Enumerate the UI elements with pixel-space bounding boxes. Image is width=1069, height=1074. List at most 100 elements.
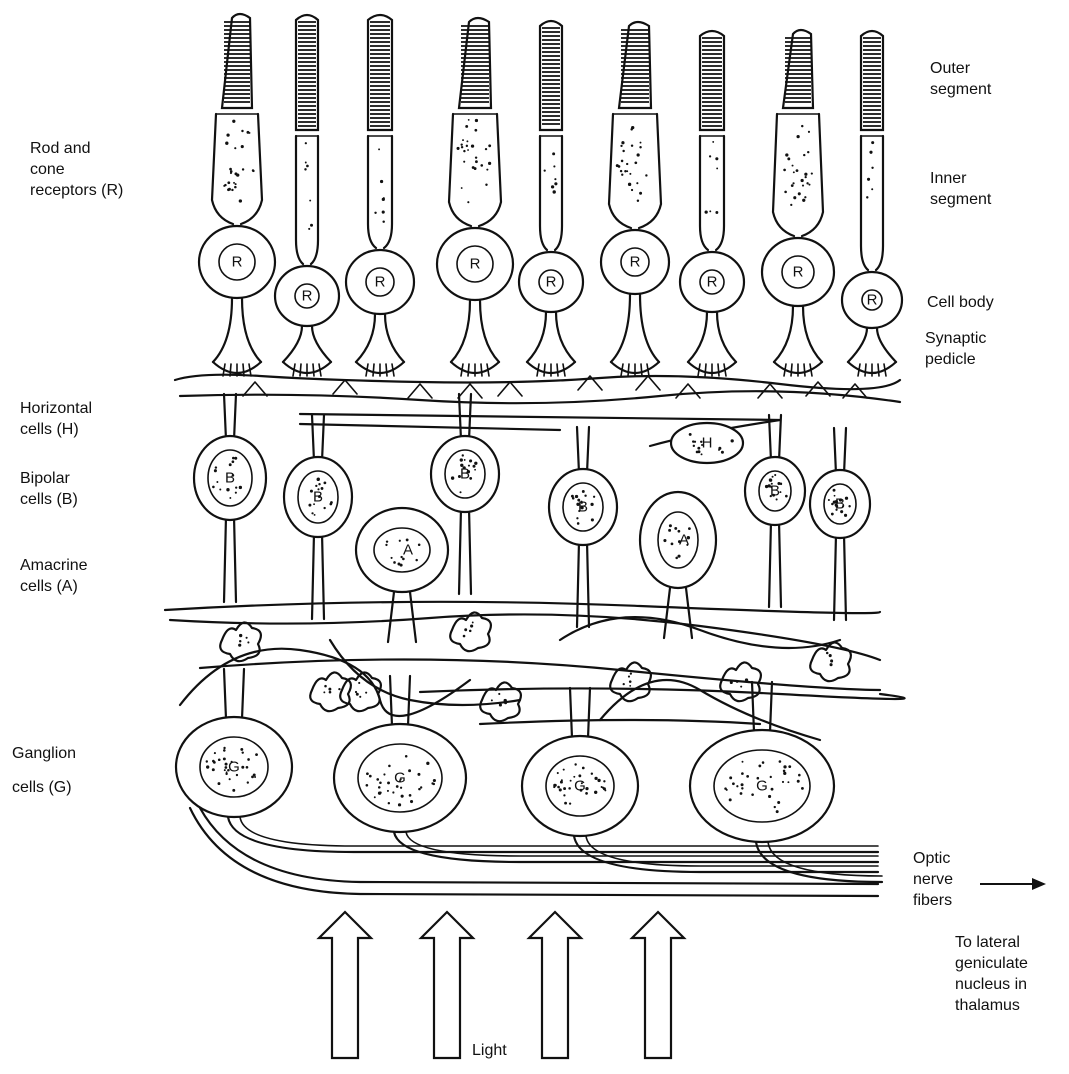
light-arrows — [319, 912, 684, 1058]
stipple-dot — [866, 196, 868, 198]
stipple-dot — [463, 161, 465, 163]
receptor-letter: R — [707, 274, 718, 291]
stipple-dot — [366, 772, 369, 775]
stipple-dot — [235, 492, 237, 494]
stipple-dot — [807, 151, 809, 153]
stipple-dot — [474, 129, 477, 132]
stipple-dot — [774, 474, 776, 476]
stipple-dot — [369, 775, 372, 778]
stipple-dot — [791, 184, 794, 187]
stipple-dot — [475, 119, 478, 122]
stipple-dot — [232, 457, 235, 460]
stipple-dot — [721, 451, 724, 454]
stipple-dot — [741, 787, 743, 789]
stipple-dot — [308, 504, 311, 507]
stipple-dot — [226, 488, 229, 491]
stipple-dot — [740, 792, 743, 795]
stipple-dot — [688, 527, 691, 530]
bipolar-cell: B — [549, 427, 617, 627]
stipple-dot — [568, 787, 571, 790]
stipple-dot — [844, 514, 847, 517]
stipple-dot — [584, 494, 586, 496]
stipple-dot — [634, 161, 637, 164]
stipple-dot — [240, 748, 243, 751]
stipple-dot — [387, 781, 390, 784]
stipple-dot — [628, 675, 630, 677]
stipple-dot — [408, 769, 411, 772]
stipple-dot — [553, 784, 556, 787]
stipple-dot — [806, 182, 808, 184]
stipple-dot — [776, 810, 779, 813]
stipple-dot — [392, 791, 394, 793]
plexus-process — [170, 614, 880, 660]
inner-segment — [296, 136, 318, 264]
stipple-dot — [622, 150, 624, 152]
synaptic-terminal — [610, 662, 651, 701]
stipple-dot — [830, 659, 833, 662]
bipolar-letter: B — [835, 496, 845, 513]
stipple-dot — [630, 128, 632, 130]
bipolar-axon — [577, 541, 589, 627]
stipple-dot — [474, 167, 477, 170]
stipple-dot — [219, 488, 221, 490]
stipple-dot — [867, 178, 870, 181]
stipple-dot — [828, 499, 830, 501]
stipple-dot — [620, 145, 622, 147]
stipple-dot — [554, 182, 557, 185]
stipple-dot — [544, 170, 546, 172]
synapse-tick — [621, 364, 623, 376]
stipple-dot — [594, 777, 597, 780]
receptor-cell: R — [680, 31, 744, 376]
light-arrow — [529, 912, 581, 1058]
stipple-dot — [418, 543, 421, 546]
bipolar-cell: B — [745, 415, 805, 607]
stipple-dot — [311, 512, 313, 514]
stipple-dot — [576, 517, 578, 519]
stipple-dot — [787, 781, 789, 783]
stipple-dot — [239, 486, 242, 489]
label-to-lgn: To lateral geniculate nucleus in thalamu… — [955, 932, 1028, 1016]
ganglion-axon — [394, 832, 878, 862]
plexiform-line — [175, 375, 900, 389]
stipple-dot — [323, 507, 325, 509]
stipple-dot — [239, 199, 242, 202]
stipple-dot — [323, 691, 325, 693]
stipple-dot — [485, 184, 487, 186]
stipple-dot — [745, 678, 748, 681]
receptor-letter: R — [232, 254, 243, 271]
light-arrow — [319, 912, 371, 1058]
stipple-dot — [306, 165, 309, 168]
stipple-dot — [552, 152, 555, 155]
stipple-dot — [871, 188, 873, 190]
bipolar-axon — [769, 521, 781, 607]
stipple-dot — [329, 691, 332, 694]
stipple-dot — [808, 184, 810, 186]
stipple-dot — [433, 783, 435, 785]
stipple-dot — [808, 131, 810, 133]
ganglion-dendrite — [390, 676, 410, 726]
receptor-axon — [848, 328, 896, 362]
ganglion-letter: G — [756, 778, 768, 795]
label-optic-nerve-fibers: Optic nerve fibers — [913, 848, 953, 911]
stipple-dot — [790, 204, 792, 206]
stipple-dot — [803, 154, 805, 156]
stipple-dot — [225, 766, 228, 769]
stipple-dot — [206, 765, 209, 768]
stipple-dot — [241, 145, 244, 148]
stipple-dot — [645, 174, 647, 176]
stipple-dot — [317, 478, 320, 481]
inner-plexiform-layer — [165, 602, 905, 740]
stipple-dot — [488, 162, 491, 165]
stipple-dot — [462, 139, 464, 141]
arrow-right-icon — [978, 872, 1048, 901]
stipple-dot — [229, 497, 231, 499]
stipple-dot — [622, 141, 624, 143]
stipple-dot — [475, 156, 477, 158]
synapse-tick — [641, 364, 642, 376]
stipple-dot — [574, 763, 576, 765]
bipolar-dendrite — [834, 428, 846, 474]
stipple-dot — [623, 683, 625, 685]
stipple-dot — [616, 164, 619, 167]
inner-segment — [609, 114, 661, 228]
